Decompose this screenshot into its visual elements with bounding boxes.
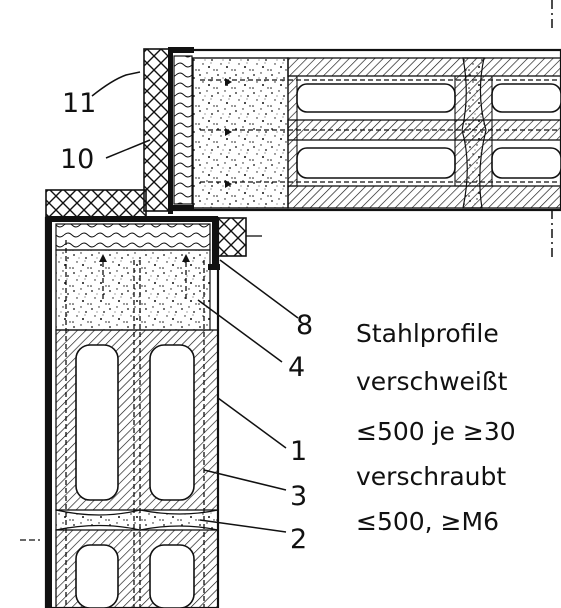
note-line-2: verschweißt (356, 367, 508, 396)
callout-labels: 11 10 8 4 1 3 2 (60, 88, 313, 555)
label-8: 8 (296, 310, 313, 341)
timber-members (45, 48, 262, 257)
left-wall (20, 216, 220, 608)
note-line-4: verschraubt (356, 462, 506, 491)
label-10: 10 (60, 144, 94, 175)
label-1: 1 (290, 436, 307, 467)
label-2: 2 (290, 524, 307, 555)
label-11: 11 (62, 88, 96, 119)
note-line-3: ≤500 je ≥30 (356, 417, 516, 446)
connection-note: Stahlprofile verschweißt ≤500 je ≥30 ver… (356, 319, 516, 536)
leader-lines (91, 71, 299, 533)
label-4: 4 (288, 352, 305, 383)
note-line-1: Stahlprofile (356, 319, 499, 348)
label-3: 3 (290, 481, 307, 512)
upper-wall (168, 0, 561, 260)
note-line-5: ≤500, ≥M6 (356, 507, 499, 536)
